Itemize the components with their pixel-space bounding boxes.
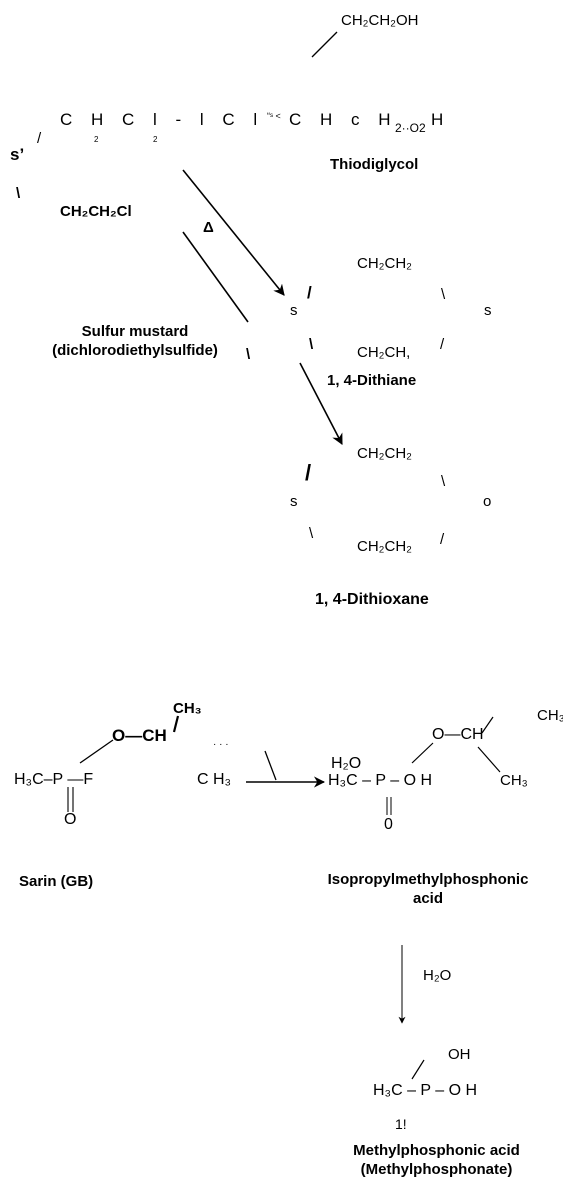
impa-ch3-right: CH₃: [500, 772, 528, 789]
dithioxane-thin-bs: \: [309, 525, 314, 542]
sarin-ch3-top: CH₃: [173, 700, 202, 717]
impa-label: Isopropylmethylphosphonic acid: [293, 870, 563, 908]
sarin-dots: · · ·: [213, 739, 229, 750]
mpa-label-line1: Methylphosphonic acid: [353, 1142, 520, 1159]
sarin-p-o-bond: [79, 739, 114, 764]
impa-ch3-top: CH₃: [537, 707, 563, 724]
stray-mark: \: [246, 346, 251, 363]
mpa-one-bang: 1!: [395, 1116, 407, 1132]
sarin-ch-ch3-bond: [172, 715, 180, 733]
dithiane-fs: /: [440, 336, 445, 353]
impa-h2o: H₂O: [331, 755, 362, 772]
sarin-c-h3: C H₃: [197, 771, 232, 788]
subscript-2-a: 2: [94, 135, 99, 144]
dithiane-bold-bs: \: [309, 336, 314, 353]
thiodiglycol-bond: [311, 31, 338, 58]
dithiane-s-left: s: [290, 302, 298, 319]
slash-top: /: [37, 130, 42, 147]
mpa-p-oh-bond: [411, 1059, 425, 1080]
impa-label-line2: acid: [412, 890, 443, 907]
mustard-main-chain: C H C l - l C l: [60, 110, 265, 129]
dithioxane-bold-slash: /: [305, 460, 312, 485]
dithioxane-top: CH₂CH₂: [357, 445, 412, 462]
sarin-c-bond: [264, 750, 277, 781]
mpa-oh: OH: [448, 1046, 471, 1063]
mustard-chain-tail: C H c H: [289, 110, 398, 129]
ch2ch2cl: CH₂CH₂Cl: [60, 203, 132, 220]
mustard-side-line: [182, 231, 249, 323]
impa-ch-ch3-lower: [477, 746, 501, 773]
arrow-to-dithiane: [182, 169, 285, 296]
chain-end-h: H: [431, 110, 444, 129]
backslash-left: \: [16, 185, 21, 202]
mpa-label-line2: (Methylphosphonate): [360, 1161, 513, 1177]
s-prime: s’: [10, 145, 25, 164]
impa-h3c-p-oh: H₃C – P – O H: [328, 772, 433, 789]
thiodiglycol-label: Thiodiglycol: [330, 156, 419, 173]
sarin-label: Sarin (GB): [19, 873, 94, 890]
impa-ch-ch3-bond: [481, 716, 494, 734]
sulfur-mustard-line2: (dichlorodiethylsulfide): [52, 342, 218, 359]
arrow-to-dithioxane: [299, 362, 343, 445]
dithioxane-o-right: o: [483, 493, 492, 510]
dithioxane-s-left: s: [290, 493, 298, 510]
impa-zero: 0: [384, 816, 393, 833]
sarin-o-ch: O—CH: [112, 726, 167, 745]
dithiane-top: CH₂CH₂: [357, 255, 412, 272]
impa-p-o-bond: [411, 742, 434, 764]
dithioxane-bottom: CH₂CH₂: [357, 538, 412, 555]
subscript-2-b: 2: [153, 135, 158, 144]
chain-end-subscript: 2··O2: [395, 121, 426, 135]
dithiane-bs: \: [441, 286, 446, 303]
impa-label-line1: Isopropylmethylphosphonic: [327, 871, 529, 888]
mpa-h3c-p-oh: H₃C – P – O H: [373, 1082, 478, 1099]
chain-marks: “ˢ ˂: [267, 111, 281, 121]
sulfur-mustard-line1: Sulfur mustard: [81, 323, 189, 340]
thiodiglycol-fragment: CH₂CH₂OH: [341, 12, 419, 29]
sarin-h3c-p-f: H₃C–P —F: [14, 771, 94, 788]
mpa-h2o: H₂O: [423, 967, 452, 984]
dithiane-bold-slash: /: [307, 283, 312, 302]
impa-o-ch: O—CH: [432, 726, 484, 743]
dithioxane-name: 1, 4-Dithioxane: [315, 591, 429, 608]
dithiane-bottom: CH₂CH,: [357, 344, 411, 361]
dithioxane-bs: \: [441, 473, 446, 490]
dithioxane-fs: /: [440, 531, 445, 548]
delta-symbol: Δ: [203, 219, 214, 236]
mpa-label: Methylphosphonic acid (Methylphosphonate…: [310, 1141, 563, 1177]
dithiane-s-right: s: [484, 302, 492, 319]
dithiane-name: 1, 4-Dithiane: [327, 372, 417, 389]
sulfur-mustard-label: Sulfur mustard (dichlorodiethylsulfide): [0, 322, 270, 360]
sarin-double-o: O: [64, 811, 77, 828]
